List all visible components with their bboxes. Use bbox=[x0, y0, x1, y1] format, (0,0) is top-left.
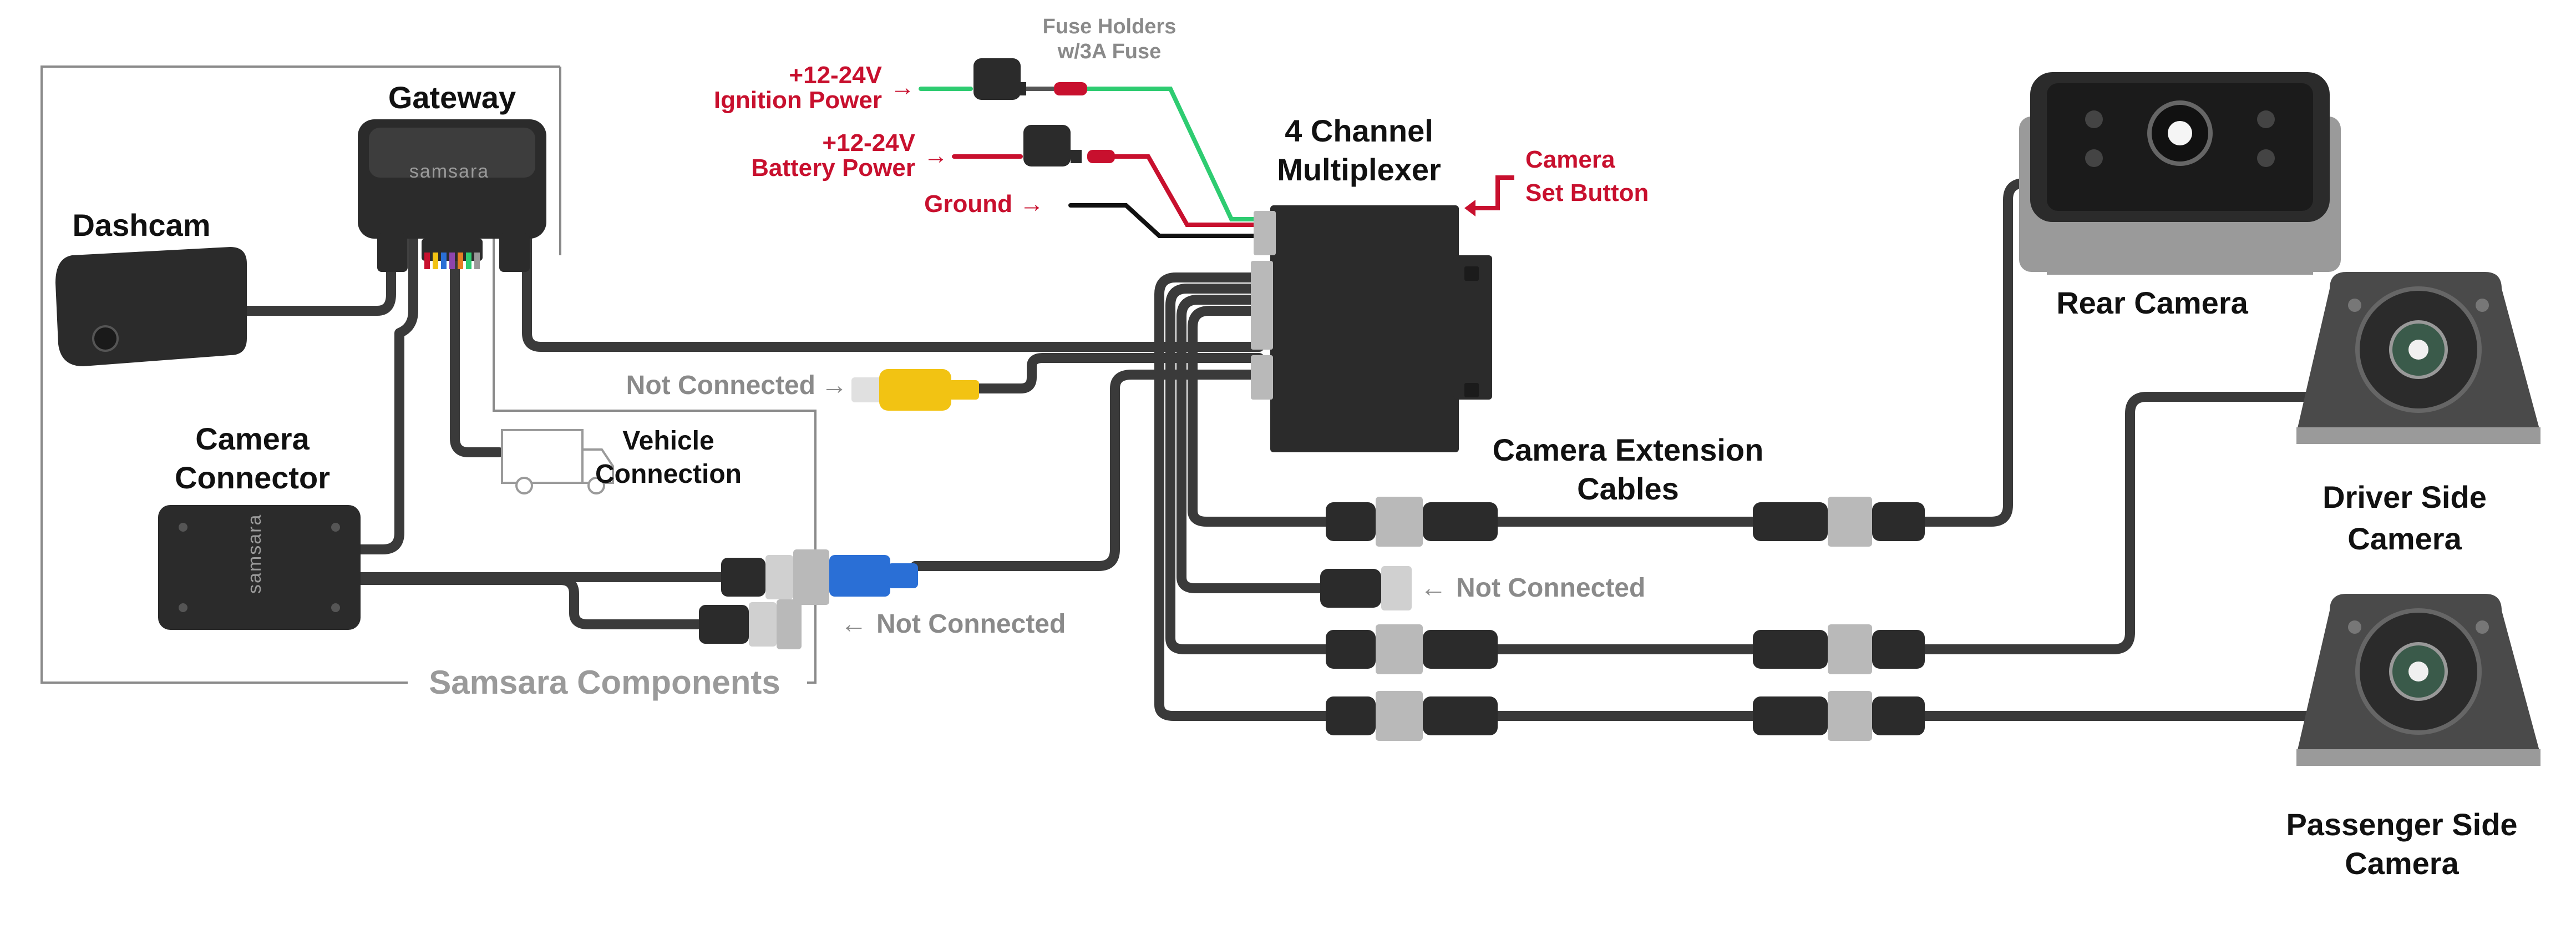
label-camera-extension-1: Camera Extension bbox=[1493, 432, 1764, 467]
arrow-not-connected-ch2: ← bbox=[1420, 573, 1447, 603]
arrow-not-connected-camera-connector: ← bbox=[840, 609, 867, 639]
label-not-connected-camera-connector: Not Connected bbox=[876, 609, 1066, 639]
label-fuse-holders-2: w/3A Fuse bbox=[1057, 40, 1162, 63]
coupling-ch3-a bbox=[1326, 624, 1498, 674]
samsara-components-bracket bbox=[40, 65, 817, 684]
arrow-camera-set bbox=[1475, 175, 1514, 210]
dashcam-device bbox=[55, 247, 247, 366]
coupling-ch4-b bbox=[1753, 691, 1925, 741]
rca-connector bbox=[851, 369, 979, 411]
label-vehicle-connection-1: Vehicle bbox=[622, 426, 714, 456]
cable-driver-camera bbox=[1920, 392, 2313, 654]
ground-wire bbox=[1068, 203, 1275, 238]
label-samsara-components: Samsara Components bbox=[429, 664, 780, 701]
label-passenger-side-2: Camera bbox=[2345, 846, 2459, 881]
cable-rca-multiplexer bbox=[971, 353, 1264, 393]
label-camera-connector-1: Camera bbox=[195, 421, 310, 456]
cable-camera-connector-nc bbox=[356, 575, 704, 629]
cable-ch4 bbox=[1154, 272, 1331, 721]
label-multiplexer-1: 4 Channel bbox=[1285, 113, 1433, 148]
battery-wire bbox=[952, 154, 1275, 227]
cable-ch3 bbox=[1165, 284, 1331, 654]
ignition-wire bbox=[919, 87, 1275, 221]
label-rear-camera: Rear Camera bbox=[2056, 285, 2248, 320]
label-ignition-power-1: +12-24V bbox=[789, 62, 882, 89]
coupling-ch4-a bbox=[1326, 691, 1498, 741]
cable-vehicle-connection bbox=[450, 239, 504, 457]
gateway-device: samsara bbox=[358, 119, 546, 272]
power-wires bbox=[919, 87, 1275, 238]
camera-connector-device: samsara bbox=[158, 505, 361, 630]
driver-side-camera-device bbox=[2296, 272, 2540, 444]
label-dashcam: Dashcam bbox=[72, 208, 210, 243]
cable-ch1 bbox=[1188, 306, 1331, 527]
label-fuse-holders-1: Fuse Holders bbox=[1043, 15, 1177, 38]
coupling-ch1-b bbox=[1753, 497, 1925, 547]
gateway-logo: samsara bbox=[409, 161, 489, 182]
label-camera-extension-2: Cables bbox=[1577, 471, 1679, 506]
rear-camera-device bbox=[2019, 72, 2341, 275]
gateway-harness bbox=[422, 239, 483, 269]
cable-adapter-multiplexer bbox=[910, 370, 1264, 571]
label-ground: Ground bbox=[924, 190, 1012, 218]
multiplexer bbox=[1251, 205, 1492, 452]
cable-gateway-multiplexer bbox=[522, 234, 1264, 352]
cables bbox=[228, 178, 2313, 721]
cable-ch2 bbox=[1177, 295, 1325, 593]
arrow-battery: → bbox=[924, 142, 948, 169]
label-battery-power-1: +12-24V bbox=[822, 129, 915, 157]
cable-gateway-camera-connector bbox=[356, 228, 418, 554]
fuse-holder-battery bbox=[1023, 125, 1115, 166]
camera-connector-nc-plug bbox=[699, 599, 802, 649]
label-passenger-side-1: Passenger Side bbox=[2286, 807, 2517, 842]
label-ignition-power-2: Ignition Power bbox=[714, 87, 882, 114]
label-camera-set-2: Set Button bbox=[1525, 179, 1649, 206]
passenger-side-camera-device bbox=[2296, 594, 2540, 766]
arrow-ground: → bbox=[1020, 190, 1044, 218]
coupling-ch2-nc bbox=[1320, 566, 1412, 610]
label-camera-connector-2: Connector bbox=[175, 460, 330, 495]
fuse-holder-ignition bbox=[973, 58, 1087, 100]
label-camera-set-1: Camera bbox=[1525, 146, 1615, 173]
coupling-ch3-b bbox=[1753, 624, 1925, 674]
arrow-ignition: → bbox=[890, 74, 915, 101]
label-driver-side-1: Driver Side bbox=[2323, 479, 2487, 514]
truck-icon bbox=[501, 429, 614, 494]
coupling-ch1-a bbox=[1326, 497, 1498, 547]
adapter-connector bbox=[721, 549, 918, 605]
extension-couplings bbox=[1320, 497, 1925, 741]
label-driver-side-2: Camera bbox=[2347, 521, 2462, 556]
cable-dashcam-gateway bbox=[228, 228, 396, 316]
camera-connector-logo: samsara bbox=[244, 514, 265, 594]
label-not-connected-ch2: Not Connected bbox=[1456, 573, 1645, 603]
label-battery-power-2: Battery Power bbox=[751, 154, 915, 181]
label-gateway: Gateway bbox=[388, 80, 516, 115]
label-not-connected-rca: Not Connected bbox=[626, 371, 815, 400]
label-multiplexer-2: Multiplexer bbox=[1277, 152, 1441, 187]
cable-rear-camera bbox=[1920, 178, 2052, 527]
arrow-not-connected-rca: → bbox=[821, 371, 848, 400]
label-vehicle-connection-2: Connection bbox=[595, 460, 742, 489]
